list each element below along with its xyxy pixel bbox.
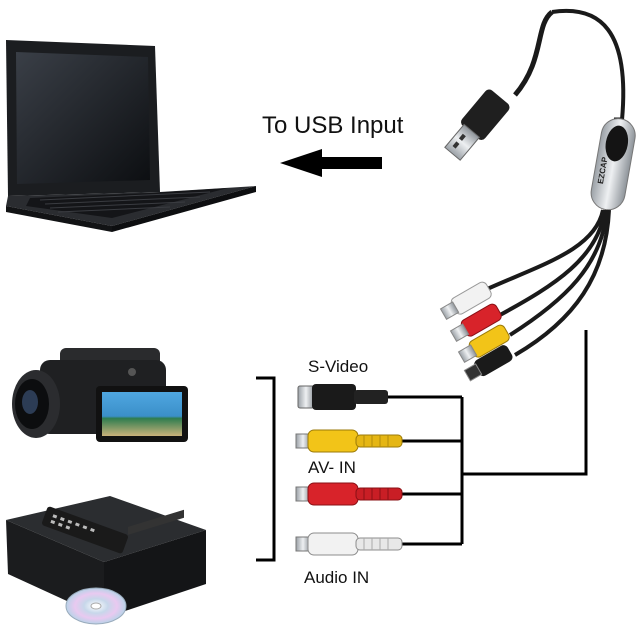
s-video-connector [297, 384, 388, 410]
s-video-label: S-Video [308, 357, 369, 376]
audio-in-label: Audio IN [304, 568, 370, 587]
laptop-icon [6, 40, 256, 232]
camcorder-icon [12, 348, 188, 442]
red-rca-connector [295, 482, 403, 506]
yellow-rca-connector [295, 429, 403, 453]
white-rca-connector [295, 532, 403, 556]
usb-input-label: To USB Input [262, 112, 404, 139]
wiring [388, 330, 588, 546]
usb-capture-cable-icon [439, 9, 636, 382]
arrow-left-icon [280, 149, 382, 177]
bracket [256, 376, 276, 562]
av-in-label: AV- IN [308, 458, 356, 477]
dvd-player-icon [6, 496, 206, 625]
